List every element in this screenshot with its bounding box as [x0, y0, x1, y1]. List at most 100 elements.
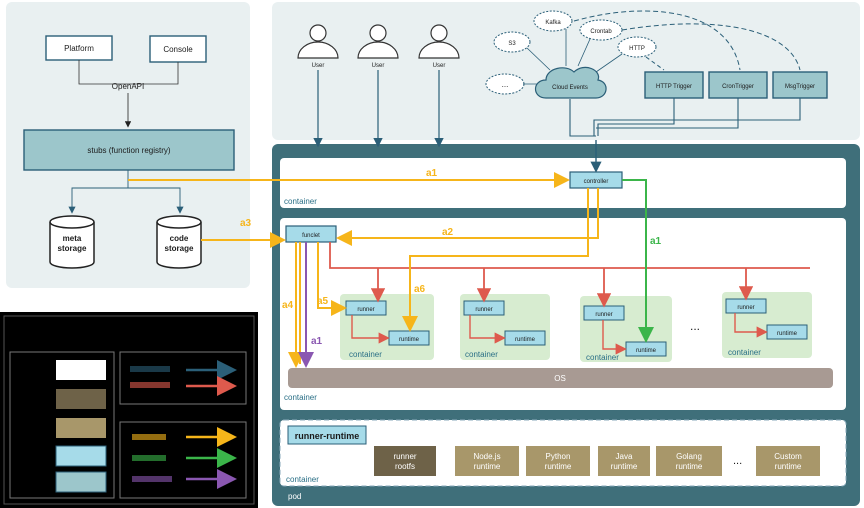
funclet-label: funclet — [302, 233, 320, 239]
stubs-to-code — [128, 187, 184, 214]
svg-text:S3: S3 — [508, 41, 516, 47]
legend-swatch-light-blue — [55, 445, 107, 467]
golang-runtime-item: Golang runtime — [656, 446, 722, 476]
svg-text:runner: runner — [475, 307, 492, 313]
svg-text:...: ... — [502, 80, 509, 89]
funclet-to-runners — [329, 242, 810, 269]
svg-text:Kafka: Kafka — [545, 20, 561, 26]
svg-text:HTTP Trigger: HTTP Trigger — [656, 84, 692, 90]
openapi-label: OpenAPI — [112, 82, 144, 91]
a6-label: a6 — [414, 284, 426, 295]
svg-text:CronTrigger: CronTrigger — [722, 84, 754, 90]
svg-text:User: User — [372, 63, 385, 69]
java-runtime-item: Java runtime — [598, 446, 650, 476]
svg-text:Java: Java — [616, 452, 633, 461]
svg-text:Node.js: Node.js — [473, 452, 500, 461]
runners-ellipsis: ... — [690, 319, 700, 333]
stubs-box — [23, 129, 235, 171]
a2-controller-to-funclet — [336, 188, 599, 246]
svg-text:container: container — [465, 350, 498, 359]
svg-text:runtime: runtime — [676, 462, 703, 471]
svg-text:runtime: runtime — [515, 337, 536, 343]
a1-green-controller-to-runtime — [622, 179, 654, 343]
svg-text:container: container — [349, 350, 382, 359]
cron-trigger — [708, 71, 768, 99]
meta-storage: meta storage — [49, 215, 95, 269]
a1-label: a1 — [426, 168, 438, 179]
runner-container-3: runner runtime container — [580, 296, 672, 362]
svg-text:MsgTrigger: MsgTrigger — [785, 84, 815, 90]
platform-box — [45, 35, 113, 61]
svg-text:User: User — [312, 63, 325, 69]
console-link — [128, 62, 179, 85]
a2-label: a2 — [442, 227, 454, 238]
svg-text:Python: Python — [546, 452, 571, 461]
svg-text:runtime: runtime — [775, 462, 802, 471]
http-trigger — [644, 71, 704, 99]
events-panel: User User User Kafka Crontab S3 — [272, 2, 860, 140]
svg-text:runner: runner — [595, 312, 612, 318]
more-bubble: ... — [485, 73, 525, 95]
crontab-bubble: Crontab — [579, 19, 623, 41]
cloud-events: Cloud Events — [534, 66, 607, 99]
a6-controller-to-runtime — [402, 188, 589, 332]
user-3: User — [418, 24, 460, 69]
custom-runtime-item: Custom runtime — [756, 446, 820, 476]
platform-label: Platform — [64, 44, 94, 53]
stubs-label: stubs (function registry) — [87, 146, 170, 155]
registry-panel: Platform Console OpenAPI stubs (function… — [6, 2, 250, 288]
svg-text:runtime: runtime — [777, 331, 798, 337]
legend-swatch-dark-brown — [56, 389, 106, 409]
kafka-bubble: Kafka — [533, 10, 573, 32]
svg-text:User: User — [433, 63, 446, 69]
svg-text:runner: runner — [393, 452, 416, 461]
a4-label: a4 — [282, 300, 294, 311]
console-label: Console — [163, 45, 193, 54]
msg-trigger — [772, 71, 828, 99]
user-1: User — [297, 24, 339, 69]
svg-text:storage: storage — [165, 244, 194, 253]
a1-purple-label: a1 — [311, 336, 323, 347]
svg-text:rootfs: rootfs — [395, 462, 415, 471]
svg-text:runtime: runtime — [636, 348, 657, 354]
rootfs-item: runner rootfs — [374, 446, 436, 476]
runner-container-1: runner runtime container — [340, 294, 434, 360]
user-2: User — [357, 24, 399, 69]
svg-text:Crontab: Crontab — [590, 29, 612, 35]
s3-bubble: S3 — [493, 31, 531, 53]
svg-text:runtime: runtime — [399, 337, 420, 343]
a5-label: a5 — [317, 296, 329, 307]
svg-text:container: container — [586, 353, 619, 362]
http-bubble: HTTP — [617, 36, 657, 58]
svg-text:runtime: runtime — [545, 462, 572, 471]
svg-text:container: container — [284, 393, 317, 402]
nodejs-runtime-item: Node.js runtime — [455, 446, 519, 476]
os-bar — [288, 368, 833, 388]
funclet-container — [280, 218, 846, 410]
svg-text:code: code — [170, 234, 189, 243]
code-storage: code storage — [156, 215, 202, 269]
platform-link — [78, 60, 128, 85]
svg-text:runtime: runtime — [611, 462, 638, 471]
svg-text:Cloud Events: Cloud Events — [552, 85, 588, 91]
svg-text:meta: meta — [63, 234, 82, 243]
a1-green-label: a1 — [650, 236, 662, 247]
svg-text:Custom: Custom — [774, 452, 802, 461]
legend — [0, 312, 258, 508]
svg-text:container: container — [286, 475, 319, 484]
legend-swatch-brown — [56, 418, 106, 438]
runner-container-4: runner runtime container — [722, 292, 812, 358]
svg-text:Golang: Golang — [676, 452, 702, 461]
runner-runtime-title: runner-runtime — [295, 431, 360, 441]
runtimes-ellipsis: ... — [733, 455, 742, 467]
svg-text:container: container — [284, 197, 317, 206]
svg-text:HTTP: HTTP — [629, 46, 645, 52]
controller-label: controller — [584, 179, 609, 185]
legend-swatch-white — [56, 360, 106, 380]
python-runtime-item: Python runtime — [526, 446, 590, 476]
legend-swatch-teal — [55, 471, 107, 493]
a3-label: a3 — [240, 218, 252, 229]
pod-label: pod — [288, 492, 301, 501]
svg-text:runner: runner — [737, 305, 754, 311]
